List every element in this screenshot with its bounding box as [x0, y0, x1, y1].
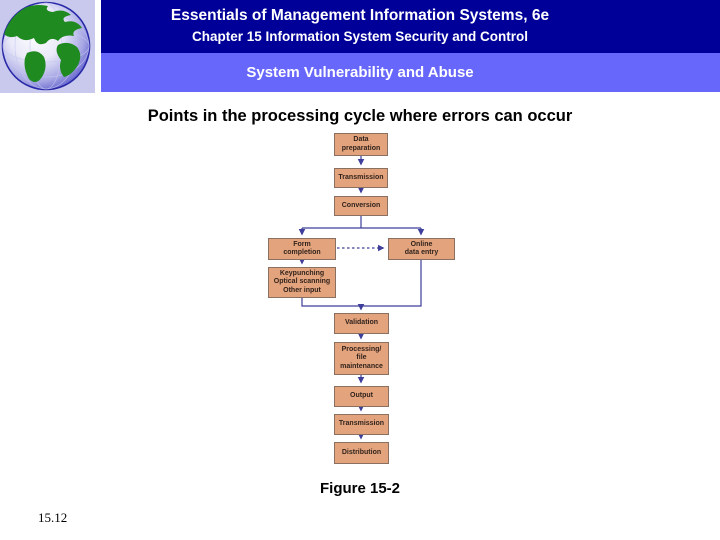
node-online-data-entry: Online data entry [388, 238, 455, 260]
node-transmission-bottom: Transmission [334, 414, 389, 435]
node-distribution: Distribution [334, 442, 389, 464]
header-band [101, 0, 720, 53]
book-title: Essentials of Management Information Sys… [170, 7, 550, 24]
chapter-title: Chapter 15 Information System Security a… [191, 29, 529, 44]
globe-panel [0, 0, 95, 93]
node-form-completion: Form completion [268, 238, 336, 260]
node-validation: Validation [334, 313, 389, 334]
globe-icon [1, 1, 91, 91]
node-data-preparation: Data preparation [334, 133, 388, 156]
node-output: Output [334, 386, 389, 407]
node-conversion: Conversion [334, 196, 388, 216]
slide-title: Points in the processing cycle where err… [147, 107, 573, 125]
section-title: System Vulnerability and Abuse [246, 64, 474, 81]
section-band [101, 53, 720, 92]
node-keypunching: Keypunching Optical scanning Other input [268, 267, 336, 298]
node-transmission-top: Transmission [334, 168, 388, 188]
page-number: 15.12 [38, 510, 68, 525]
node-processing-file-maintenance: Processing/ file maintenance [334, 342, 389, 375]
figure-caption: Figure 15-2 [319, 480, 401, 497]
